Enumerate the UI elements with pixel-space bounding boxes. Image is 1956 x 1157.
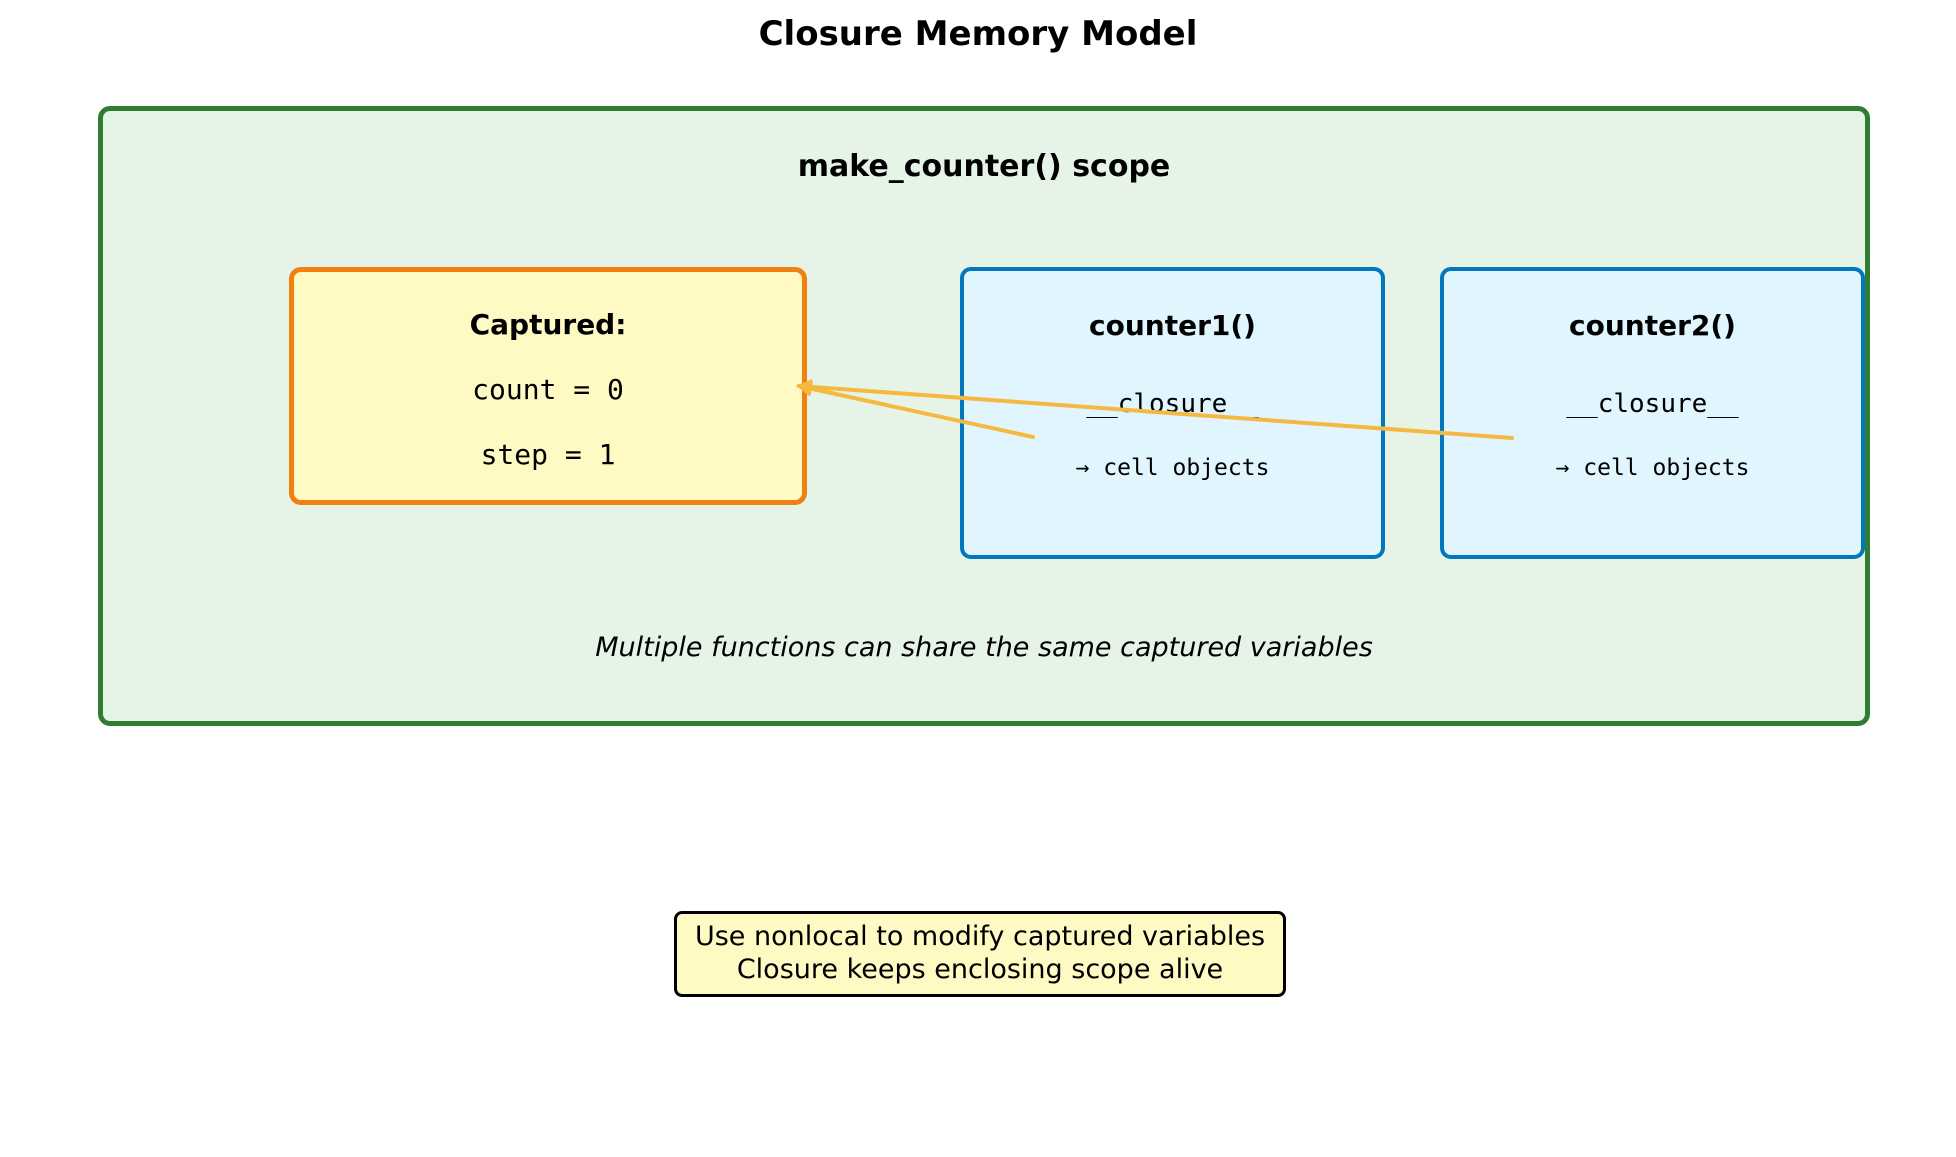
scope-note: Multiple functions can share the same ca… <box>595 632 1373 663</box>
closure-attribute: __closure__ <box>1086 389 1259 419</box>
captured-header: Captured: <box>469 308 627 341</box>
bottom-note-line-2: Closure keeps enclosing scope alive <box>736 954 1224 985</box>
function-box-counter2: counter2() __closure__ → cell objects <box>1440 267 1865 559</box>
bottom-note-line-1: Use nonlocal to modify captured variable… <box>694 921 1266 952</box>
scope-label: make_counter() scope <box>797 149 1171 184</box>
captured-variable-count: count = 0 <box>472 373 624 406</box>
cell-objects-label: → cell objects <box>1075 455 1270 481</box>
captured-variables-box: Captured: count = 0 step = 1 <box>289 267 807 505</box>
function-name: counter1() <box>1089 309 1256 342</box>
diagram-title: Closure Memory Model <box>758 14 1198 54</box>
captured-variable-step: step = 1 <box>480 438 616 471</box>
closure-attribute: __closure__ <box>1566 389 1739 419</box>
function-box-counter1: counter1() __closure__ → cell objects <box>960 267 1385 559</box>
bottom-note-box: Use nonlocal to modify captured variable… <box>674 911 1286 997</box>
cell-objects-label: → cell objects <box>1555 455 1750 481</box>
function-name: counter2() <box>1569 309 1736 342</box>
